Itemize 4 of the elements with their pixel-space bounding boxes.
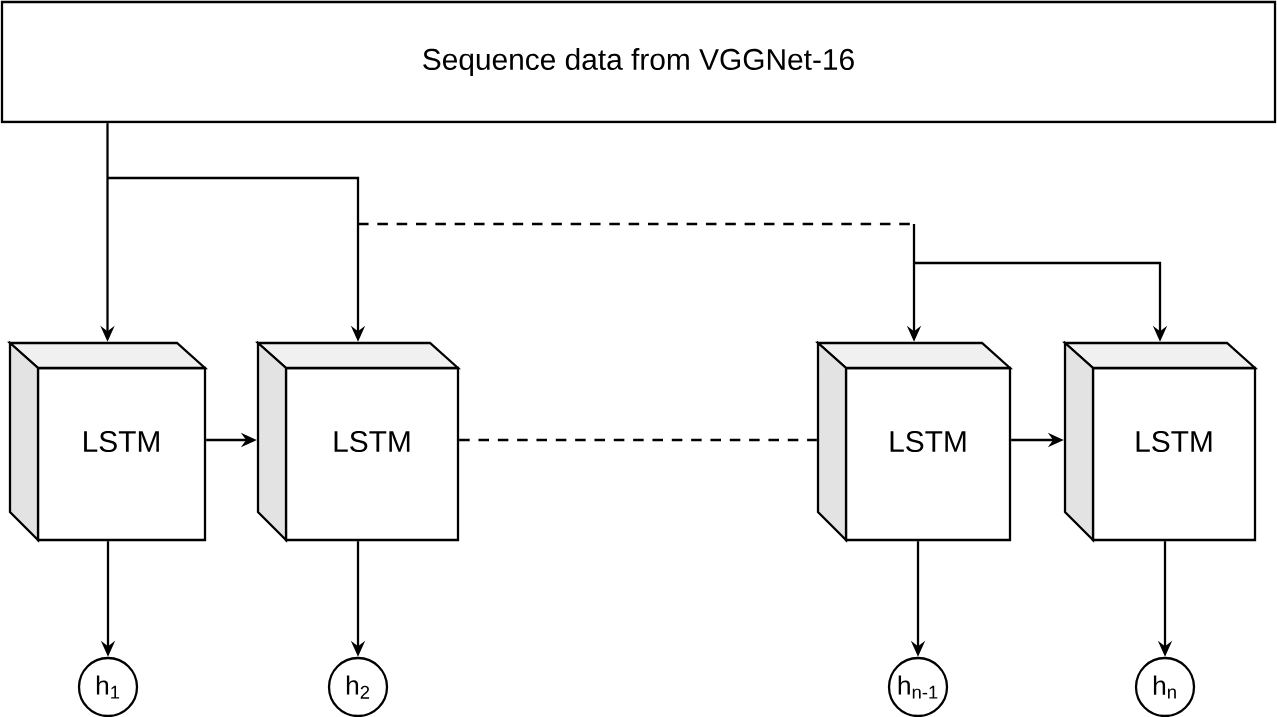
- input-box: Sequence data from VGGNet-16: [0, 0, 1277, 124]
- connector-line: [912, 224, 916, 263]
- connector-line: [107, 176, 360, 224]
- connector-line: [106, 123, 109, 178]
